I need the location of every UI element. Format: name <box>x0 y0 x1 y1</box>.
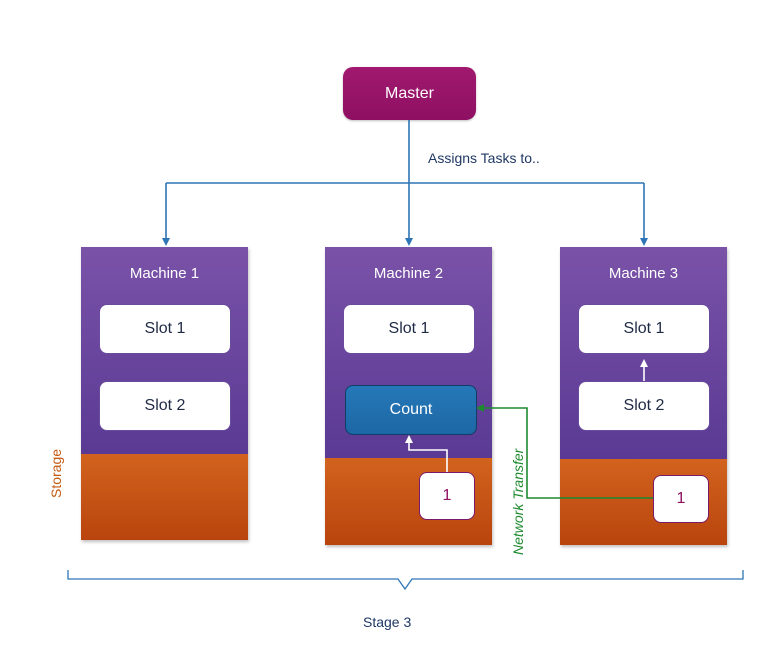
master-label: Master <box>385 84 434 102</box>
master-node: Master <box>343 67 476 120</box>
stage-label: Stage 3 <box>363 614 412 630</box>
machine-1-slot-1-label: Slot 1 <box>144 320 186 337</box>
network-transfer-label: Network Transfer <box>510 448 526 555</box>
machine-2-title: Machine 2 <box>373 265 444 282</box>
assign-tasks-label: Assigns Tasks to.. <box>428 150 540 166</box>
stage-brace <box>67 570 744 591</box>
machine-2-slot-1-label: Slot 1 <box>388 320 430 337</box>
count-task: Count <box>345 385 477 435</box>
machine-2-partition: 1 <box>419 472 475 520</box>
machine-1-slot-2: Slot 2 <box>99 381 231 431</box>
machine-3-slot-2-label: Slot 2 <box>623 397 665 414</box>
machine-1-title: Machine 1 <box>129 265 200 282</box>
assign-arrows <box>162 120 648 246</box>
machine-2-partition-label: 1 <box>442 487 452 504</box>
machine-1-slot-2-label: Slot 2 <box>144 397 186 414</box>
machine-3-slot-1: Slot 1 <box>578 304 710 354</box>
machine-3-partition-label: 1 <box>676 490 686 507</box>
machine-1: Machine 1 Slot 1 Slot 2 <box>81 247 248 540</box>
machine-3-slot-2: Slot 2 <box>578 381 710 431</box>
machine-2: Machine 2 Slot 1 Count 1 <box>325 247 492 545</box>
machine-2-slot-1: Slot 1 <box>343 304 475 354</box>
network-transfer-arrow <box>476 404 653 499</box>
machine-3-slot-1-label: Slot 1 <box>623 320 665 337</box>
machine-3-partition: 1 <box>653 475 709 523</box>
machine-1-storage <box>81 454 248 540</box>
count-task-label: Count <box>389 401 433 418</box>
machine-3-title: Machine 3 <box>608 265 679 282</box>
local-read-arrow <box>405 435 448 472</box>
storage-label: Storage <box>48 448 64 498</box>
machine-3: Machine 3 Slot 1 Slot 2 1 <box>560 247 727 545</box>
machine-1-slot-1: Slot 1 <box>99 304 231 354</box>
